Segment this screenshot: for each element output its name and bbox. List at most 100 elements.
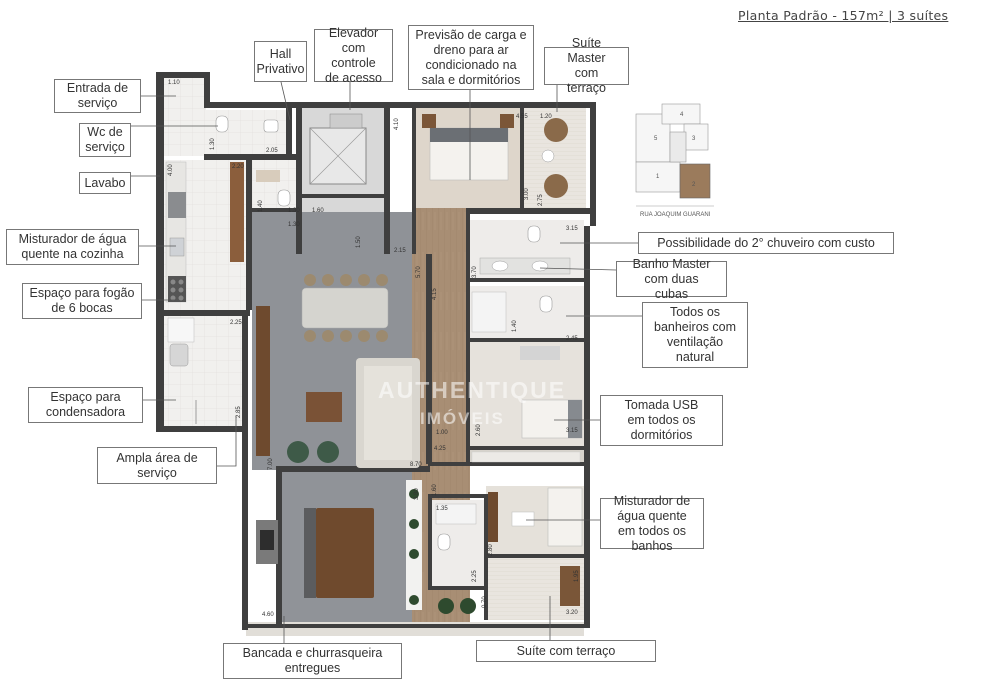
callout-entrada-servico: Entrada de serviço (54, 79, 141, 113)
dining-table (301, 287, 389, 329)
lavabo-floor (252, 160, 302, 212)
svg-text:3.70: 3.70 (472, 266, 478, 278)
svg-text:RUA JOAQUIM GUARANI: RUA JOAQUIM GUARANI (640, 212, 711, 218)
svg-text:1.35: 1.35 (436, 506, 448, 512)
svg-text:1.10: 1.10 (168, 80, 180, 86)
svg-text:4.00: 4.00 (168, 164, 174, 176)
lavabo-sink (256, 170, 280, 182)
callout-fogao: Espaço para fogão de 6 bocas (22, 283, 142, 319)
service-entrance-floor (164, 76, 206, 156)
svg-text:1.60: 1.60 (432, 484, 438, 496)
svg-text:2.15: 2.15 (394, 248, 406, 254)
sideboard (256, 306, 270, 456)
svg-text:3: 3 (692, 136, 696, 142)
svg-text:1.00: 1.00 (436, 430, 448, 436)
svg-text:1.30: 1.30 (288, 208, 300, 214)
plant-shelf (406, 480, 422, 610)
svg-text:4: 4 (680, 112, 684, 118)
plan-title: Planta Padrão - 157m² | 3 suítes (738, 8, 949, 23)
kitchen-island (230, 162, 244, 262)
svg-text:1.20: 1.20 (540, 114, 552, 120)
svg-text:5.70: 5.70 (416, 266, 422, 278)
svg-text:IMÓVEIS: IMÓVEIS (420, 409, 505, 428)
svg-text:2.05: 2.05 (266, 148, 278, 154)
bath3-toilet (437, 533, 451, 551)
washer (169, 343, 189, 367)
callout-hall: Hall Privativo (254, 41, 307, 82)
svg-text:5: 5 (654, 136, 658, 142)
svg-text:1.60: 1.60 (312, 208, 324, 214)
callout-banho-master: Banho Master com duas cubas (616, 257, 727, 301)
callout-ventilacao: Todos os banheiros com ventilação natura… (642, 302, 748, 368)
svg-text:1.50: 1.50 (356, 236, 362, 248)
svg-text:3.80: 3.80 (414, 488, 420, 500)
key-plan-highlight (679, 163, 711, 199)
svg-text:0.70: 0.70 (482, 596, 488, 608)
callout-misturador-cozinha: Misturador de água quente na cozinha (6, 229, 139, 265)
svg-text:2.45: 2.45 (566, 336, 578, 342)
svg-text:7.00: 7.00 (268, 458, 274, 470)
svg-text:8.70: 8.70 (410, 462, 422, 468)
callout-usb: Tomada USB em todos os dormitórios (600, 395, 723, 446)
svg-text:2.60: 2.60 (476, 424, 482, 436)
svg-text:2.25: 2.25 (230, 320, 242, 326)
callout-misturador-banhos: Misturador de água quente em todos os ba… (600, 494, 704, 553)
coffee-table (306, 392, 342, 422)
svg-text:4.25: 4.25 (434, 446, 446, 452)
svg-text:1.30: 1.30 (210, 138, 216, 150)
svg-text:1.95: 1.95 (574, 570, 580, 582)
service-sink (263, 119, 279, 133)
service-toilet (215, 115, 229, 133)
svg-text:2.20: 2.20 (232, 164, 244, 170)
kitchen-sink (169, 237, 185, 257)
laundry-counter (167, 317, 195, 343)
armchair-left (287, 441, 309, 463)
svg-text:2.75: 2.75 (538, 194, 544, 206)
key-plan: 5 1 2 3 4 RUA JOAQUIM GUARANI (635, 103, 714, 218)
furniture (165, 113, 583, 614)
terrace-chair-1 (544, 118, 568, 142)
svg-text:2.25: 2.25 (472, 570, 478, 582)
callout-condensadora: Espaço para condensadora (28, 387, 143, 423)
terrace3-bench (560, 566, 580, 606)
svg-text:AUTHENTIQUE: AUTHENTIQUE (378, 377, 566, 403)
svg-text:3.15: 3.15 (566, 226, 578, 232)
grill (260, 530, 274, 550)
dimension-labels: 1.10 2.05 1.30 2.20 4.00 1.40 1.30 1.60 … (168, 80, 580, 618)
svg-text:1.40: 1.40 (512, 320, 518, 332)
gourmet-table (316, 508, 374, 598)
callout-bancada: Bancada e churrasqueira entregues (223, 643, 402, 679)
armchair-right (317, 441, 339, 463)
leader-lines (130, 81, 642, 643)
callout-lavabo: Lavabo (79, 172, 131, 194)
svg-text:2.80: 2.80 (488, 544, 494, 556)
svg-text:4.55: 4.55 (516, 114, 528, 120)
terrace-chair-2 (544, 174, 568, 198)
svg-text:4.60: 4.60 (262, 612, 274, 618)
svg-text:3.15: 3.15 (566, 428, 578, 434)
callout-area-servico: Ampla área de serviço (97, 447, 217, 484)
watermark: AUTHENTIQUE IMÓVEIS (378, 377, 566, 428)
svg-text:1.30: 1.30 (288, 222, 300, 228)
svg-text:3.20: 3.20 (566, 610, 578, 616)
fridge (168, 192, 186, 218)
callout-carga: Previsão de carga e dreno para ar condic… (408, 25, 534, 90)
callout-chuveiro: Possibilidade do 2° chuveiro com custo (638, 232, 894, 254)
svg-text:1: 1 (656, 174, 660, 180)
walls (156, 72, 596, 630)
svg-text:1.40: 1.40 (258, 200, 264, 212)
callout-suite-master: Suíte Master com terraço (544, 36, 629, 95)
svg-text:4.15: 4.15 (432, 288, 438, 300)
master-toilet (527, 225, 541, 243)
svg-text:2: 2 (692, 182, 696, 188)
bed3-bed (547, 487, 583, 547)
svg-text:2.85: 2.85 (236, 406, 242, 418)
callout-wc-servico: Wc de serviço (79, 123, 131, 157)
callout-elevador: Elevador com controle de acesso (314, 26, 393, 85)
svg-text:3.00: 3.00 (524, 188, 530, 200)
callout-suite-terraco: Suíte com terraço (476, 640, 656, 662)
bath2-toilet (539, 295, 553, 313)
lavabo-toilet (277, 189, 291, 207)
svg-text:4.10: 4.10 (394, 118, 400, 130)
